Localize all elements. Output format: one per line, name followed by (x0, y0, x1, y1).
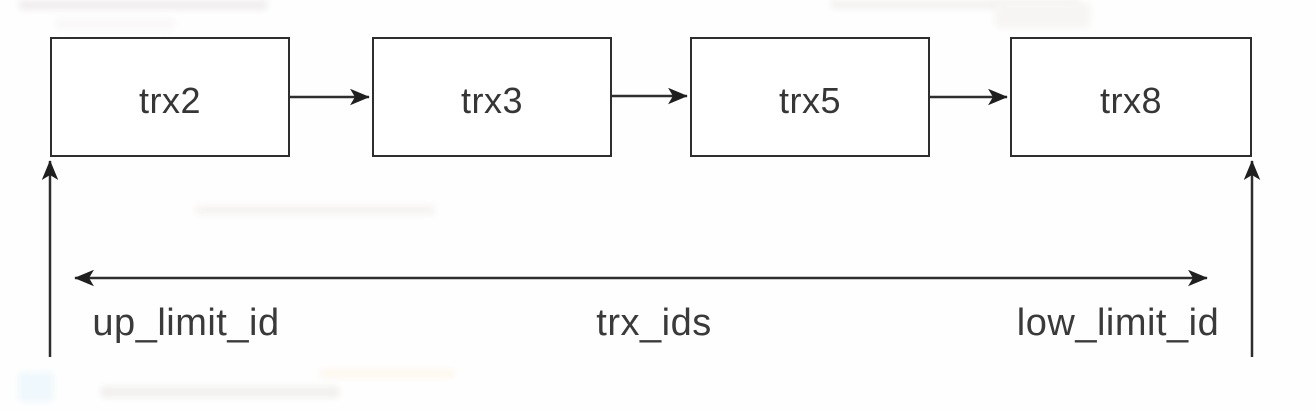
up-limit-id-label: up_limit_id (92, 302, 280, 344)
node-trx8-label: trx8 (1099, 80, 1162, 121)
node-trx3-label: trx3 (460, 80, 523, 121)
node-trx2: trx2 (50, 37, 290, 157)
artifact-smudge (18, 0, 268, 10)
artifact-smudge (320, 369, 455, 378)
artifact-smudge (55, 18, 175, 30)
artifact-smudge (195, 205, 435, 215)
node-trx3: trx3 (372, 37, 612, 157)
node-trx5-label: trx5 (778, 80, 841, 121)
trx-ids-label: trx_ids (596, 302, 712, 344)
artifact-smudge (100, 386, 340, 398)
node-trx8: trx8 (1010, 37, 1252, 157)
node-trx5: trx5 (690, 37, 930, 157)
artifact-smudge (18, 372, 54, 402)
artifact-smudge (830, 0, 1080, 9)
artifact-smudge (995, 2, 1090, 28)
node-trx2-label: trx2 (138, 80, 201, 121)
low-limit-id-label: low_limit_id (1016, 302, 1220, 344)
